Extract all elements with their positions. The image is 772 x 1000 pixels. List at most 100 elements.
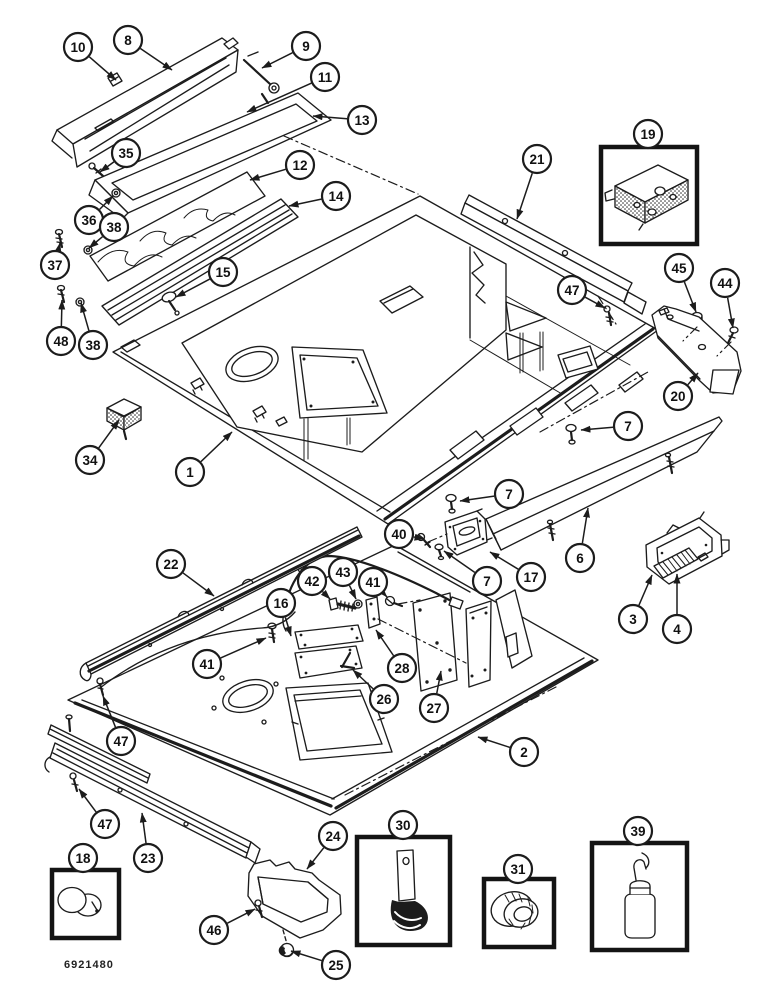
balloon-number: 24 (325, 829, 341, 844)
leader-10-0 (88, 56, 117, 81)
balloon-circle (309, 61, 341, 93)
balloon-circle (105, 725, 137, 757)
leader-13-4 (312, 113, 348, 121)
part-push-pin-7c (434, 543, 445, 561)
balloon-circle (290, 30, 322, 62)
balloon-21-16: 21 (521, 143, 553, 175)
balloon-number: 38 (85, 338, 101, 353)
balloon-number: 47 (97, 817, 112, 832)
balloon-circle (296, 565, 328, 597)
balloon-circle (155, 548, 187, 580)
balloon-circle (112, 24, 144, 56)
balloon-number: 46 (206, 923, 222, 938)
part-push-pin-7a (565, 423, 577, 445)
balloon-number: 10 (70, 40, 85, 55)
balloon-9-2: 9 (290, 30, 322, 62)
balloon-circle (612, 410, 644, 442)
balloon-47-18: 47 (556, 274, 588, 306)
leader-25-47 (290, 950, 322, 962)
balloon-circle (383, 518, 415, 550)
balloon-circle (77, 329, 109, 361)
balloon-circle (515, 561, 547, 593)
balloon-36-8: 36 (73, 204, 105, 236)
balloon-number: 41 (199, 657, 215, 672)
balloon-circle (174, 456, 206, 488)
balloon-15-11: 15 (207, 256, 239, 288)
leader-46-46 (227, 908, 256, 924)
balloon-number: 40 (391, 527, 406, 542)
balloon-circle (622, 815, 654, 847)
balloon-number: 27 (426, 701, 441, 716)
balloon-number: 28 (394, 661, 410, 676)
balloon-38-9: 38 (98, 211, 130, 243)
part-rear-strip-21 (460, 194, 647, 327)
balloon-number: 22 (163, 557, 178, 572)
balloon-number: 42 (304, 574, 319, 589)
balloon-circle (320, 949, 352, 981)
balloon-circle (368, 683, 400, 715)
part-screw-44 (726, 326, 739, 345)
balloon-number: 14 (328, 189, 344, 204)
balloon-38-13: 38 (77, 329, 109, 361)
balloon-16-34: 16 (265, 587, 297, 619)
part-push-pin-7b (445, 493, 457, 514)
balloon-number: 19 (640, 127, 655, 142)
balloon-number: 20 (670, 389, 685, 404)
leader-24-44 (306, 847, 325, 870)
balloon-25-47: 25 (320, 949, 352, 981)
leader-14-7 (288, 198, 322, 208)
leader-7-27 (443, 550, 476, 574)
balloon-48-12: 48 (45, 325, 77, 357)
part-upper-roof-panel (112, 195, 659, 525)
leader-21-16 (516, 172, 533, 220)
balloon-39-49: 39 (622, 815, 654, 847)
part-knob-18 (57, 886, 102, 917)
leader-2-39 (477, 736, 510, 749)
balloon-number: 4 (673, 622, 681, 637)
balloon-number: 23 (140, 851, 156, 866)
balloon-circle (418, 692, 450, 724)
leader-48-12 (58, 299, 66, 327)
balloon-circle (663, 252, 695, 284)
balloon-13-4: 13 (346, 104, 378, 136)
balloon-circle (502, 853, 534, 885)
balloon-circle (98, 211, 130, 243)
part-bracket-24 (247, 859, 342, 958)
balloon-44-20: 44 (709, 267, 741, 299)
balloon-41-35: 41 (191, 648, 223, 680)
balloon-20-21: 20 (662, 380, 694, 412)
part-rail-22 (79, 526, 363, 697)
part-louver-panel-14 (101, 198, 299, 326)
balloon-circle (39, 249, 71, 281)
balloon-8-1: 8 (112, 24, 144, 56)
leader-7-22 (580, 425, 614, 433)
balloon-7-22: 7 (612, 410, 644, 442)
balloon-26-37: 26 (368, 683, 400, 715)
leader-22-30 (182, 572, 215, 597)
leader-41-33 (377, 587, 388, 598)
part-wire-26 (339, 651, 356, 670)
balloon-42-31: 42 (296, 565, 328, 597)
balloon-number: 7 (624, 419, 632, 434)
parts-artwork: 6921480 (44, 37, 742, 971)
balloon-circle (132, 842, 164, 874)
leader-7-23 (459, 495, 495, 504)
part-side-plate-26-27 (412, 592, 492, 692)
callout-leader-lines (54, 47, 735, 962)
part-screws-41-42-43 (267, 595, 404, 644)
balloon-number: 45 (671, 261, 687, 276)
leader-16-34 (284, 617, 292, 637)
balloon-17-25: 17 (515, 561, 547, 593)
balloon-circle (556, 274, 588, 306)
leader-43-32 (348, 585, 357, 600)
balloon-circle (207, 256, 239, 288)
balloon-number: 7 (483, 574, 491, 589)
balloon-10-0: 10 (62, 31, 94, 63)
leader-15-11 (175, 278, 211, 298)
leader-40-26 (413, 533, 425, 541)
part-lamp-bezel-17 (444, 508, 493, 556)
balloon-34-14: 34 (74, 444, 106, 476)
part-strap-plate-28 (365, 596, 381, 629)
